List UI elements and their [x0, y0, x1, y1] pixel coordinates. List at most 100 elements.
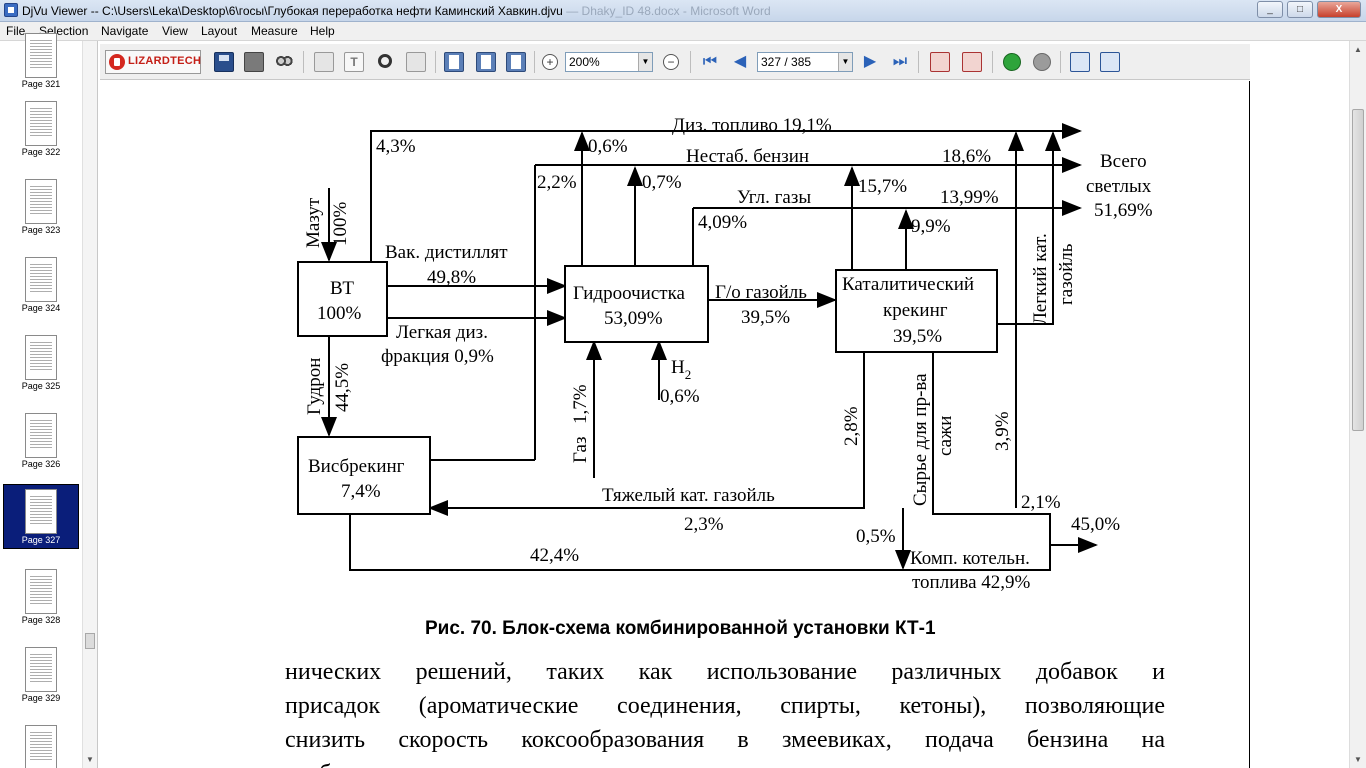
zoom-tool-icon[interactable]	[378, 54, 392, 68]
thumbnail-page-323[interactable]: Page 323	[3, 179, 79, 235]
thumbnail-page-321[interactable]: Page 321	[3, 33, 79, 89]
toolbar-separator	[534, 51, 535, 73]
chevron-down-icon[interactable]: ▼	[838, 53, 852, 71]
thumbnail-label: Page 325	[21, 381, 61, 391]
thumbnail-page-330[interactable]	[3, 725, 79, 768]
thumbnail-page-327[interactable]: Page 327	[3, 484, 79, 549]
label-hc-gas-pct: 13,99%	[940, 187, 999, 208]
thumbnail-image	[25, 489, 57, 534]
hand-tool-icon[interactable]	[314, 52, 334, 72]
label-h2: H2	[671, 357, 691, 382]
label-total-1: Всего	[1100, 151, 1147, 172]
label-45-0: 45,0%	[1071, 514, 1120, 535]
zoom-select[interactable]: 200% ▼	[565, 52, 653, 72]
label-light-diesel-1: Легкая диз.	[396, 322, 488, 343]
menu-bar: File Selection Navigate View Layout Meas…	[0, 22, 1366, 41]
back-icon[interactable]	[1003, 53, 1021, 71]
fit-page-icon[interactable]	[476, 52, 496, 72]
rotate-right-icon[interactable]	[962, 52, 982, 72]
thumbnail-page-326[interactable]: Page 326	[3, 413, 79, 469]
thumbnail-image	[25, 569, 57, 614]
label-mazut-pct: 100%	[330, 202, 351, 247]
thumbnail-image	[25, 101, 57, 146]
body-text-line: присадок (ароматические соединения, спир…	[285, 693, 1165, 719]
vt-percent: 100%	[317, 303, 362, 324]
thumbnail-label: Page 326	[21, 459, 61, 469]
scroll-down-arrow-icon[interactable]: ▼	[1354, 755, 1362, 764]
forward-icon[interactable]	[1033, 53, 1051, 71]
label-2-3: 2,3%	[684, 514, 724, 535]
zoom-in-icon[interactable]: +	[542, 54, 558, 70]
toolbar-separator	[303, 51, 304, 73]
label-vac-dist: Вак. дистиллят	[385, 242, 508, 263]
print-icon[interactable]	[244, 52, 264, 72]
lizardtech-logo[interactable]: LIZARDTECH	[105, 50, 201, 74]
label-2-8: 2,8%	[841, 406, 862, 446]
window-layout-icon[interactable]	[1070, 52, 1090, 72]
menu-navigate[interactable]: Navigate	[101, 24, 149, 38]
region-select-icon[interactable]	[406, 52, 426, 72]
thumbnail-page-325[interactable]: Page 325	[3, 335, 79, 391]
last-page-icon[interactable]: ⏭	[892, 53, 908, 70]
document-view[interactable]	[100, 81, 1349, 768]
thumbnail-page-329[interactable]: Page 329	[3, 647, 79, 703]
text-select-icon[interactable]: T	[344, 52, 364, 72]
maximize-button[interactable]: □	[1287, 1, 1313, 18]
label-gudron: Гудрон	[304, 358, 325, 415]
hydro-percent: 53,09%	[604, 308, 663, 329]
menu-file[interactable]: File	[6, 24, 26, 38]
label-heavy-gasoil: Тяжелый кат. газойль	[602, 485, 775, 506]
thumbnail-label: Page 322	[21, 147, 61, 157]
toolbar-separator	[690, 51, 691, 73]
zoom-out-icon[interactable]: −	[663, 54, 679, 70]
thumbnail-scrollbar[interactable]: ▼	[82, 41, 97, 768]
fit-width-icon[interactable]	[506, 52, 526, 72]
thumbnail-page-328[interactable]: Page 328	[3, 569, 79, 625]
label-light-cat-1: Легкий кат.	[1030, 233, 1051, 325]
toolbar-separator	[435, 51, 436, 73]
page-number-value: 327 / 385	[761, 55, 812, 69]
menu-help[interactable]: Help	[310, 24, 335, 38]
save-icon[interactable]	[214, 52, 234, 72]
menu-measure[interactable]: Measure	[251, 24, 298, 38]
scroll-up-arrow-icon[interactable]: ▲	[1354, 45, 1362, 54]
next-page-icon[interactable]: ▶	[863, 53, 877, 70]
thumbnail-image	[25, 647, 57, 692]
thumbnail-label: Page 321	[21, 79, 61, 89]
menu-view[interactable]: View	[162, 24, 188, 38]
thumbnail-label: Page 323	[21, 225, 61, 235]
djvu-app-icon	[4, 3, 18, 17]
rotate-left-icon[interactable]	[930, 52, 950, 72]
title-bar: DjVu Viewer -- C:\Users\Leka\Desktop\6\г…	[0, 0, 1366, 22]
chevron-down-icon[interactable]: ▼	[638, 53, 652, 71]
page-edge	[1249, 81, 1250, 768]
previous-page-icon[interactable]: ◀	[733, 53, 747, 70]
find-icon[interactable]	[274, 52, 294, 72]
single-page-icon[interactable]	[444, 52, 464, 72]
document-scroll-thumb[interactable]	[1352, 109, 1364, 431]
label-gas: Газ	[570, 437, 591, 463]
menu-layout[interactable]: Layout	[201, 24, 238, 38]
label-soot-1: Сырье для пр-ва	[910, 373, 931, 506]
label-2-1: 2,1%	[1021, 492, 1061, 513]
minimize-button[interactable]: _	[1257, 1, 1283, 18]
first-page-icon[interactable]: ⏮	[702, 53, 718, 70]
page-number-select[interactable]: 327 / 385 ▼	[757, 52, 853, 72]
thumbnail-page-324[interactable]: Page 324	[3, 257, 79, 313]
vt-box	[297, 261, 388, 337]
close-button[interactable]: X	[1317, 1, 1361, 18]
thumbnail-scroll-thumb[interactable]	[85, 633, 95, 649]
toolbar-separator	[1060, 51, 1061, 73]
thumbnail-page-322[interactable]: Page 322	[3, 101, 79, 157]
label-go-pct: 39,5%	[741, 307, 790, 328]
label-9-9: 9,9%	[911, 216, 951, 237]
body-text-line: снизить скорость коксообразования в змее…	[285, 727, 1165, 753]
lizardtech-mark-icon	[109, 54, 125, 70]
thumbnail-label: Page 328	[21, 615, 61, 625]
thumbnail-toggle-icon[interactable]	[1100, 52, 1120, 72]
catalytic-cracking-box	[835, 269, 998, 353]
label-0-7: 0,7%	[642, 172, 682, 193]
hydrotreating-box	[564, 265, 709, 343]
document-scrollbar[interactable]: ▲ ▼	[1349, 41, 1366, 768]
scroll-down-arrow-icon[interactable]: ▼	[86, 755, 94, 764]
